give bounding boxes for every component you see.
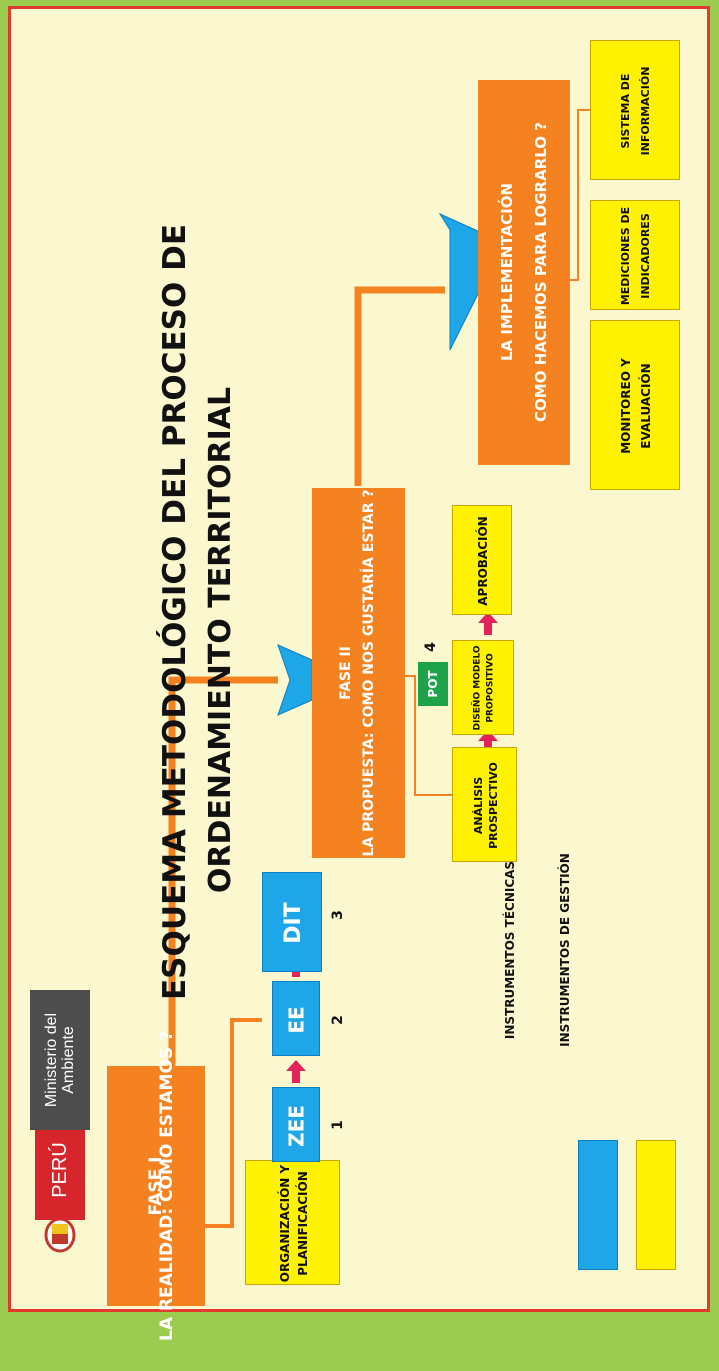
pot-label: POT bbox=[426, 670, 440, 698]
monitoreo-box: MONITOREO Y EVALUACIÓN bbox=[590, 320, 680, 490]
analisis-box: ANÁLISIS PROSPECTIVO bbox=[452, 747, 517, 862]
ministry-logo: Ministerio del Ambiente bbox=[30, 990, 90, 1130]
branch-phase1 bbox=[205, 1018, 262, 1228]
step-number-2: 2 bbox=[330, 1015, 346, 1025]
blue-arrow-1-icon bbox=[277, 644, 313, 716]
title-line-2: ORDENAMIENTO TERRITORIAL bbox=[202, 386, 238, 894]
branch-phase3 bbox=[570, 109, 590, 281]
peru-logo-text: PERÚ bbox=[35, 1120, 85, 1220]
step-number-3: 3 bbox=[330, 910, 346, 920]
aprobacion-box: APROBACIÓN bbox=[452, 505, 512, 615]
red-arrow-2-icon bbox=[286, 1060, 306, 1083]
ee-box: EE bbox=[272, 981, 320, 1056]
diseno-box: DISEÑO MODELO PROPOSITIVO bbox=[452, 640, 514, 735]
phase2-question: LA PROPUESTA: COMO NOS GUSTARÍA ESTAR ? bbox=[361, 489, 377, 857]
dit-box: DIT bbox=[262, 872, 322, 972]
red-arrow-4-icon bbox=[478, 730, 498, 753]
step-number-1: 1 bbox=[330, 1120, 346, 1130]
legend-swatch-gestion bbox=[636, 1140, 676, 1270]
org-planificacion-label: ORGANIZACIÓN Y PLANIFICACIÓN bbox=[277, 1164, 310, 1283]
phase1-box: FASE I LA REALIDAD: COMO ESTAMOS ? bbox=[107, 1031, 205, 1341]
phase3-box: LA IMPLEMENTACIÓN COMO HACEMOS PARA LOGR… bbox=[478, 80, 570, 465]
sistema-label: SISTEMA DE INFORMACIÓN bbox=[619, 66, 652, 156]
org-planificacion-box: ORGANIZACIÓN Y PLANIFICACIÓN bbox=[245, 1160, 340, 1285]
flow-line-2 bbox=[354, 286, 445, 486]
phase1-question: LA REALIDAD: COMO ESTAMOS ? bbox=[157, 1031, 177, 1341]
blue-arrow-2-icon bbox=[438, 212, 481, 351]
peru-logo: PERÚ bbox=[30, 1120, 90, 1275]
phase2-box: FASE II LA PROPUESTA: COMO NOS GUSTARÍA … bbox=[312, 488, 405, 858]
zee-box: ZEE bbox=[272, 1087, 320, 1162]
monitoreo-label: MONITOREO Y EVALUACIÓN bbox=[619, 358, 653, 454]
legend-swatch-tecnicas bbox=[578, 1140, 618, 1270]
dit-label: DIT bbox=[280, 902, 306, 944]
ministry-logo-text: Ministerio del Ambiente bbox=[43, 1012, 77, 1108]
aprobacion-label: APROBACIÓN bbox=[476, 516, 490, 606]
mediciones-label: MEDICIONES DE INDICADORES bbox=[619, 206, 652, 306]
legend-label-gestion: INSTRUMENTOS DE GESTIÓN bbox=[558, 853, 572, 1047]
step-number-4: 4 bbox=[423, 642, 439, 652]
flow-line-1 bbox=[168, 676, 278, 1066]
diseno-label: DISEÑO MODELO PROPOSITIVO bbox=[472, 645, 496, 731]
legend-label-tecnicas: INSTRUMENTOS TÉCNICAS bbox=[503, 860, 517, 1040]
connector-lines bbox=[168, 109, 590, 1228]
sistema-box: SISTEMA DE INFORMACIÓN bbox=[590, 40, 680, 180]
red-arrow-5-icon bbox=[478, 612, 498, 635]
ee-label: EE bbox=[284, 1006, 309, 1034]
mediciones-box: MEDICIONES DE INDICADORES bbox=[590, 200, 680, 310]
zee-label: ZEE bbox=[284, 1105, 309, 1147]
phase3-question: COMO HACEMOS PARA LOGRARLO ? bbox=[532, 122, 550, 422]
pot-badge: POT bbox=[418, 662, 448, 706]
